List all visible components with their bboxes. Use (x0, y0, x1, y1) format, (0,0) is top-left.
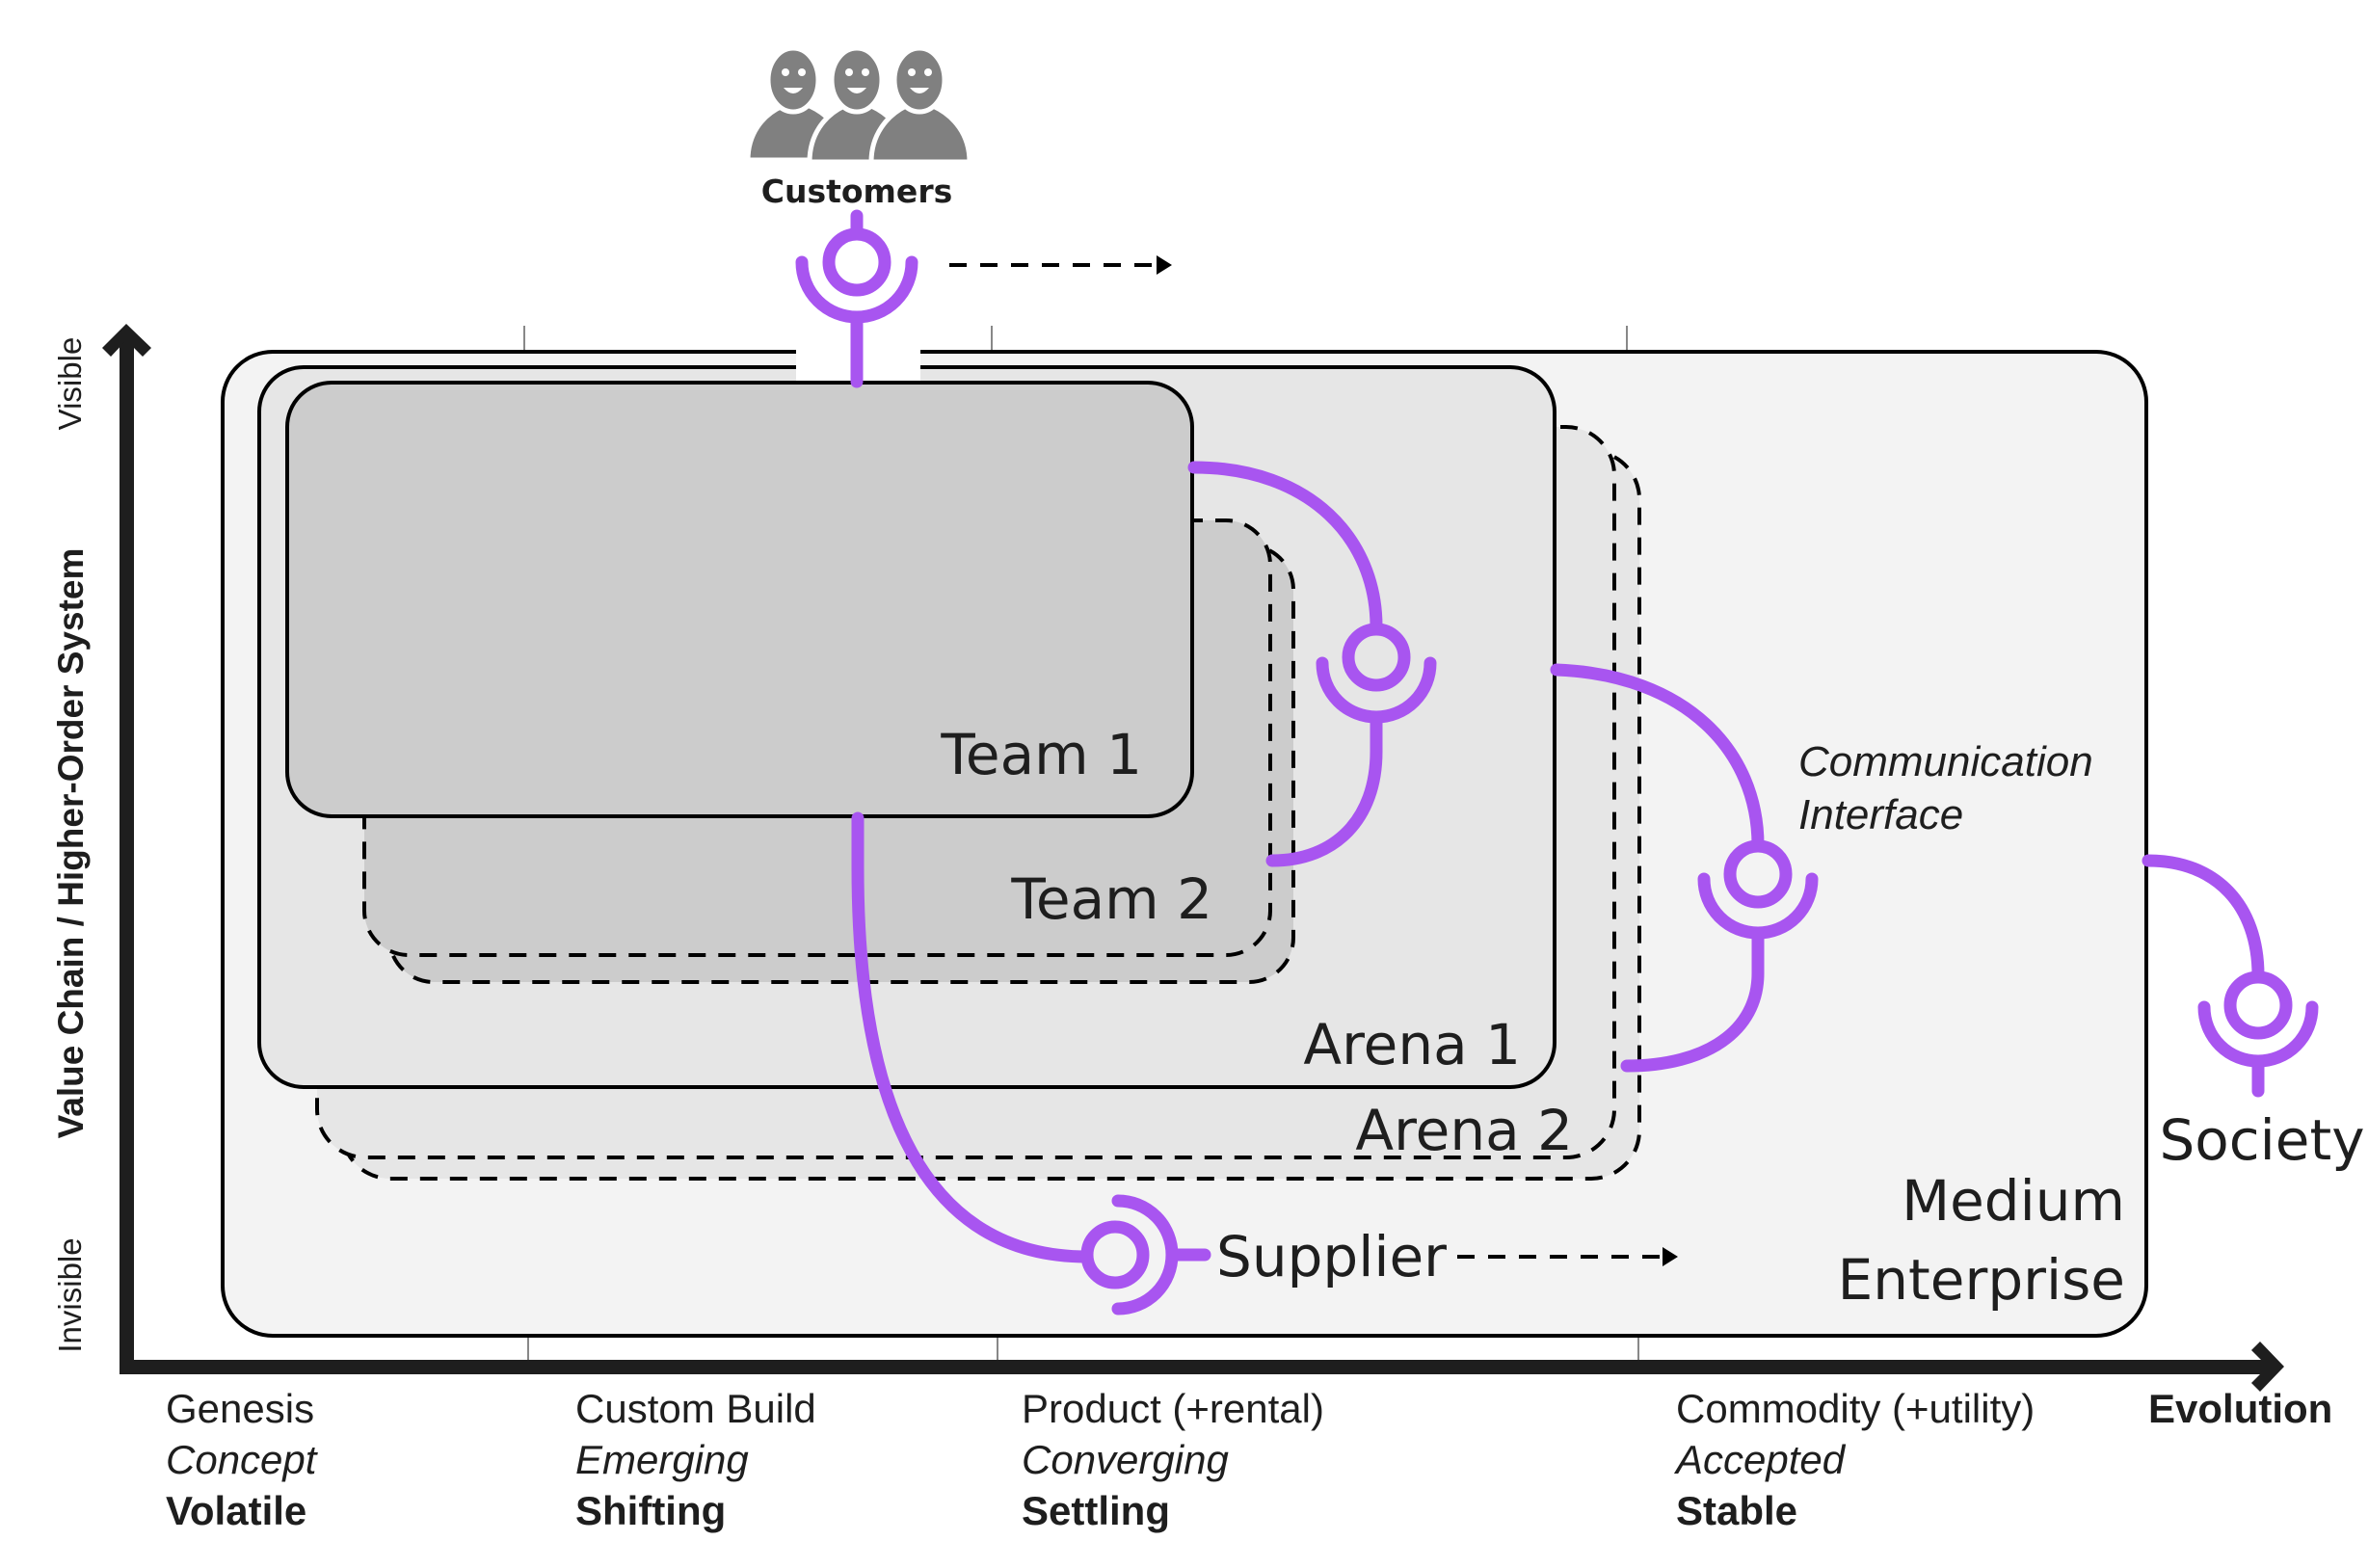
stage-characteristic: Accepted (1673, 1437, 1847, 1482)
customers-label: Customers (761, 173, 952, 210)
society-label: Society (2159, 1107, 2364, 1173)
stage-dividers (523, 326, 1639, 1360)
y-axis-title: Value Chain / Higher-Order System (51, 548, 91, 1139)
y-axis-visible-label: Visible (52, 337, 88, 431)
supplier-interface-icon[interactable] (851, 811, 1211, 1316)
supplier-movement-arrow (1457, 1247, 1678, 1266)
stage-state: Stable (1676, 1488, 1797, 1533)
supplier-label: Supplier (1216, 1224, 1447, 1289)
customers-people-icon (745, 45, 972, 165)
team1-label: Team 1 (940, 722, 1142, 787)
arena2-label: Arena 2 (1355, 1098, 1573, 1163)
stage-state: Settling (1022, 1488, 1170, 1533)
stage-name: Genesis (166, 1386, 314, 1431)
team-interface-icon[interactable] (1187, 461, 1437, 867)
y-axis (102, 324, 151, 1373)
arena-interface-icon[interactable] (1550, 663, 1819, 1073)
stage-state: Shifting (575, 1488, 726, 1533)
stage-name: Custom Build (575, 1386, 816, 1431)
stage-state: Volatile (166, 1488, 306, 1533)
medium-enterprise-label-line2: Enterprise (1838, 1247, 2125, 1313)
stage-name: Commodity (+utility) (1676, 1386, 2035, 1431)
communication-interface-label-line2: Interface (1798, 791, 1963, 838)
stage-custom-build: Custom Build Emerging Shifting (575, 1386, 816, 1533)
customers-interface-icon[interactable] (795, 209, 918, 388)
y-axis-invisible-label: Invisible (52, 1237, 88, 1352)
team2-label: Team 2 (1010, 866, 1212, 932)
arena1-label: Arena 1 (1303, 1012, 1521, 1077)
x-axis (120, 1342, 2284, 1392)
stage-genesis: Genesis Concept Volatile (166, 1386, 319, 1533)
x-axis-line (120, 1360, 2269, 1374)
team1-box[interactable] (285, 381, 1194, 818)
communication-interface-label-line1: Communication (1798, 738, 2093, 785)
connectors (795, 209, 2319, 1316)
stage-characteristic: Concept (166, 1437, 319, 1482)
stage-name: Product (+rental) (1022, 1386, 1324, 1431)
x-axis-title: Evolution (2148, 1386, 2332, 1431)
y-axis-arrowhead-icon (102, 324, 151, 357)
medium-enterprise-label-line1: Medium (1902, 1168, 2125, 1234)
customers-faces (782, 68, 932, 93)
stage-characteristic: Emerging (575, 1437, 749, 1482)
x-axis-arrowhead-icon (2251, 1342, 2284, 1392)
stage-commodity: Commodity (+utility) Accepted Stable (1673, 1386, 2035, 1533)
customers-movement-arrow (949, 255, 1172, 275)
stage-product: Product (+rental) Converging Settling (1022, 1386, 1324, 1533)
stage-characteristic: Converging (1022, 1437, 1229, 1482)
society-interface-icon[interactable] (2142, 854, 2319, 1098)
y-axis-line (120, 337, 134, 1373)
